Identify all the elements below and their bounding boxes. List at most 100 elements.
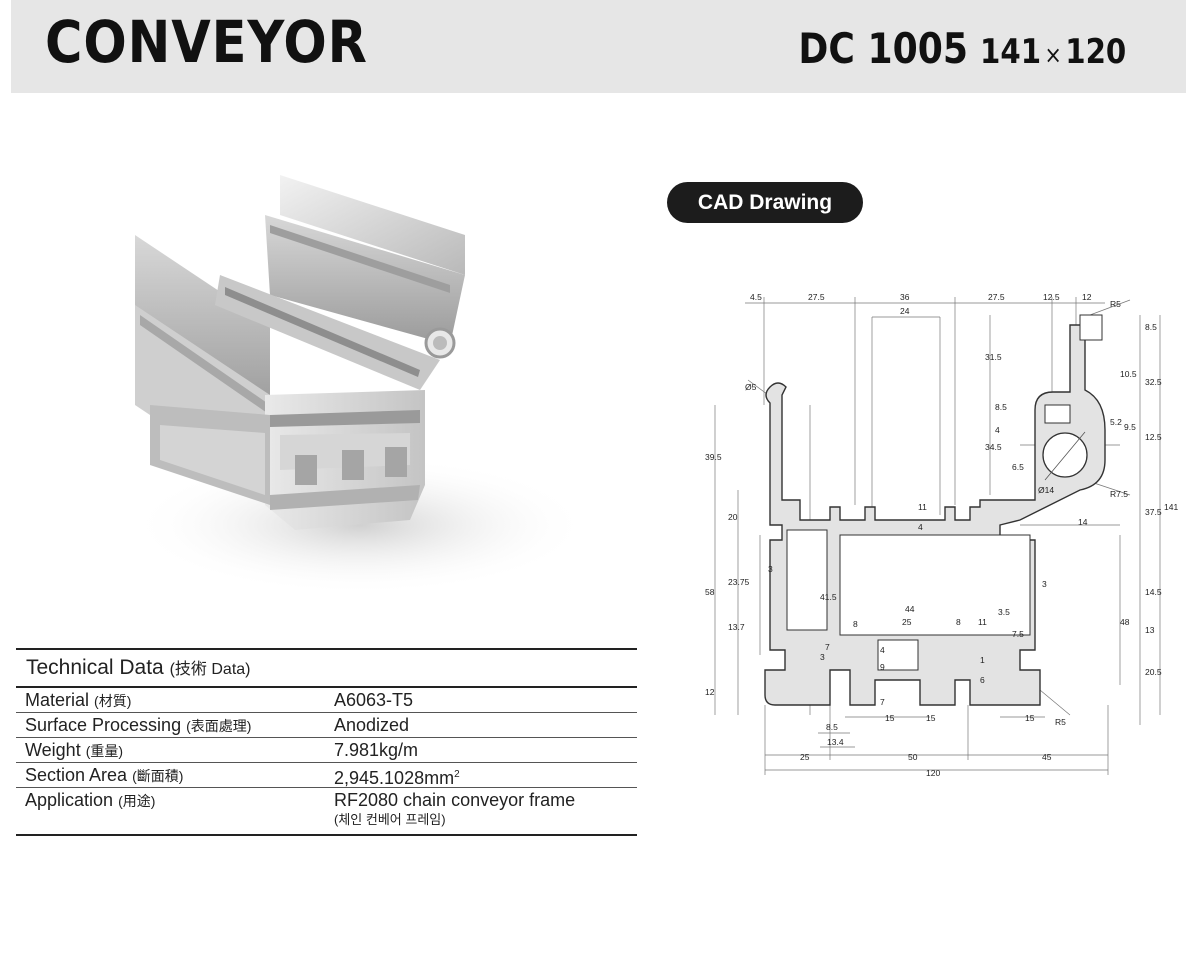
row-key-cjk: (重量) (85, 743, 124, 759)
cad-drawing-label: CAD Drawing (667, 182, 863, 223)
row-value: Anodized (334, 715, 410, 735)
dim-13-4: 13.4 (827, 737, 844, 747)
dim-37-5: 37.5 (1145, 507, 1162, 517)
dim-120: 120 (926, 768, 940, 778)
dim-r7-5: R7.5 (1110, 489, 1128, 499)
dim-12-low: 12 (705, 687, 715, 697)
dim-4-low: 4 (880, 645, 885, 655)
model-code: DC 1005 (798, 24, 968, 73)
dim-7-5: 7.5 (1012, 629, 1024, 639)
row-value-sub: (체인 컨베어 프레임) (334, 812, 446, 827)
dim-r5-top: R5 (1110, 299, 1121, 309)
dim-45: 45 (1042, 752, 1052, 762)
size-width: 141 (979, 32, 1041, 72)
cad-drawing: 4.5 27.5 36 24 27.5 12.5 12 R5 8.5 31.5 … (705, 292, 1178, 778)
size-times: × (1044, 41, 1062, 69)
row-value: A6063-T5 (334, 690, 414, 710)
dim-5-2: 5.2 (1110, 417, 1122, 427)
model-info: DC 1005 141×120 (798, 24, 1126, 73)
dim-4-mid: 4 (918, 522, 923, 532)
row-value: 2,945.1028mm (334, 768, 455, 788)
dim-4-5: 4.5 (750, 292, 762, 302)
dim-14-5: 14.5 (1145, 587, 1162, 597)
dim-6-5: 6.5 (1012, 462, 1024, 472)
dim-141: 141 (1164, 502, 1178, 512)
tech-title-text: Technical Data (26, 656, 164, 679)
dim-r5-bottom: R5 (1055, 717, 1066, 727)
dim-23-75: 23.75 (728, 577, 750, 587)
size-height: 120 (1064, 32, 1126, 72)
row-key-cjk: (表面處理) (186, 718, 252, 734)
table-row-section-area: Section Area (斷面積) 2,945.1028mm2 (16, 763, 637, 788)
dim-3-left: 3 (768, 564, 773, 574)
row-value: RF2080 chain conveyor frame (334, 790, 576, 810)
row-key: Application (25, 790, 114, 810)
dim-8-5-right: 8.5 (1145, 322, 1157, 332)
row-key: Weight (25, 740, 81, 760)
dim-12-5-right: 12.5 (1145, 432, 1162, 442)
dim-3-5: 3.5 (998, 607, 1010, 617)
dim-44: 44 (905, 604, 915, 614)
dim-9-5: 9.5 (1124, 422, 1136, 432)
dim-8-5-bottom: 8.5 (826, 722, 838, 732)
table-row-weight: Weight (重量) 7.981kg/m (16, 738, 637, 763)
header-bar: CONVEYOR DC 1005 141×120 (11, 0, 1186, 93)
row-key: Surface Processing (25, 715, 182, 735)
dim-6: 6 (980, 675, 985, 685)
dim-4-upper: 4 (995, 425, 1000, 435)
dim-13: 13 (1145, 625, 1155, 635)
dim-12-5: 12.5 (1043, 292, 1060, 302)
profile-photo (130, 175, 590, 595)
table-row-surface: Surface Processing (表面處理) Anodized (16, 713, 637, 738)
dim-34-5: 34.5 (985, 442, 1002, 452)
dim-13-7: 13.7 (728, 622, 745, 632)
dim-3-right: 3 (1042, 579, 1047, 589)
dim-7-low: 7 (825, 642, 830, 652)
table-row-application: Application (用途) RF2080 chain conveyor f… (16, 788, 637, 836)
row-value: 7.981kg/m (334, 740, 419, 760)
dim-31-5: 31.5 (985, 352, 1002, 362)
row-key-cjk: (用途) (118, 793, 156, 809)
dim-25-mid: 25 (902, 617, 912, 627)
dim-50: 50 (908, 752, 918, 762)
dim-20: 20 (728, 512, 738, 522)
technical-data-table: Technical Data (技術 Data) Material (材質) A… (16, 648, 637, 836)
row-key-cjk: (斷面積) (132, 768, 184, 784)
dim-12: 12 (1082, 292, 1092, 302)
table-row-material: Material (材質) A6063-T5 (16, 688, 637, 713)
dim-11: 11 (918, 502, 927, 512)
row-value-sup: 2 (454, 769, 460, 780)
dim-8-right: 8 (956, 617, 961, 627)
dim-27-5-right: 27.5 (988, 292, 1005, 302)
dim-27-5-left: 27.5 (808, 292, 825, 302)
dim-15-c: 15 (1025, 713, 1035, 723)
dim-10-5: 10.5 (1120, 369, 1137, 379)
dim-dia-5: Ø5 (745, 382, 757, 392)
dim-dia-14: Ø14 (1038, 485, 1054, 495)
model-size: 141×120 (980, 32, 1126, 72)
dim-41-5: 41.5 (820, 592, 837, 602)
dim-8-5-mid: 8.5 (995, 402, 1007, 412)
dim-58: 58 (705, 587, 715, 597)
dim-32-5: 32.5 (1145, 377, 1162, 387)
dim-14: 14 (1078, 517, 1088, 527)
dim-1: 1 (980, 655, 985, 665)
dim-24: 24 (900, 306, 910, 316)
row-key: Material (25, 690, 90, 710)
dim-39-5: 39.5 (705, 452, 722, 462)
dim-3-low: 3 (820, 652, 825, 662)
tech-title-cjk: (技術 Data) (169, 661, 251, 678)
category-title: CONVEYOR (45, 8, 368, 76)
dim-11-low: 11 (978, 617, 987, 627)
dim-36: 36 (900, 292, 910, 302)
dim-48: 48 (1120, 617, 1130, 627)
dim-20-5: 20.5 (1145, 667, 1162, 677)
dim-7-bottom: 7 (880, 697, 885, 707)
dim-8-left: 8 (853, 619, 858, 629)
row-key-cjk: (材質) (94, 693, 132, 709)
dim-25-bottom: 25 (800, 752, 810, 762)
row-key: Section Area (25, 765, 128, 785)
dim-15-a: 15 (885, 713, 895, 723)
dim-15-b: 15 (926, 713, 936, 723)
dim-9: 9 (880, 662, 885, 672)
